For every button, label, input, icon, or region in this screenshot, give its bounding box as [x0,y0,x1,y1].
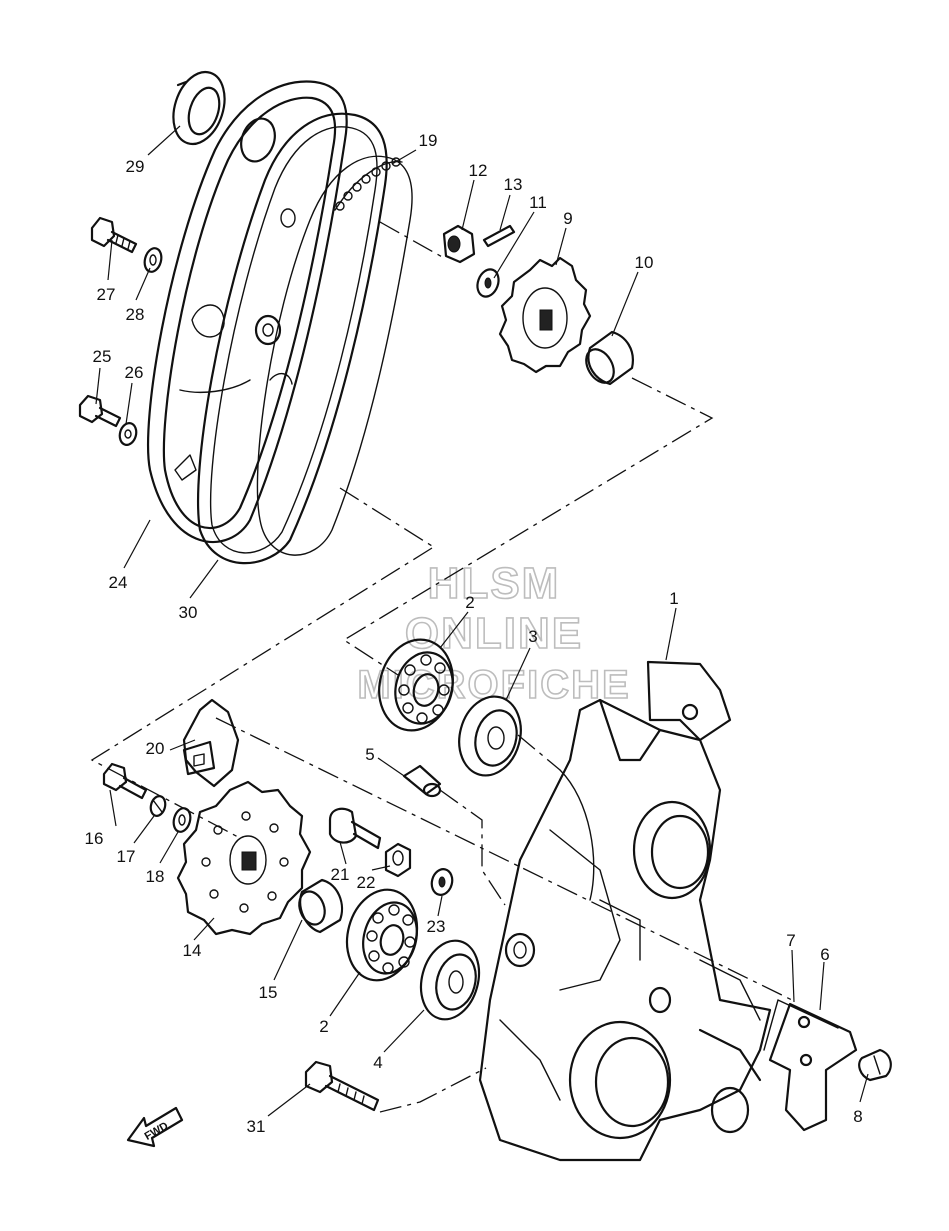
callout-16: 16 [85,829,104,848]
callout-26: 26 [125,363,144,382]
callout-7: 7 [786,931,795,950]
callout-18: 18 [146,867,165,886]
callout-15: 15 [259,983,278,1002]
fwd-label: FWD [143,1120,171,1143]
part-7-gasket [763,999,839,1051]
callout-12: 12 [469,161,488,180]
callout-leader-lines [95,125,869,1117]
callout-9: 9 [563,209,572,228]
part-17-lock-washer [149,795,167,817]
part-27-bolt [90,216,138,254]
part-8-screw [858,1048,892,1082]
part-31-bolt [304,1060,380,1112]
part-18-washer [172,807,192,833]
part-25-bolt [78,394,122,428]
part-24-chain-case-cover [147,80,348,543]
part-20-chain-tensioner [182,698,240,788]
part-15-collar [298,878,344,934]
callout-20: 20 [146,739,165,758]
part-26-washer [118,422,138,446]
part-19-drive-chain [334,157,403,211]
watermark: HLSM ONLINE MICROFICHE [357,558,630,708]
part-2-bearing-lower [345,888,419,982]
part-5-pin [402,764,442,798]
callout-14: 14 [183,941,202,960]
callout-21: 21 [331,865,350,884]
callout-27: 27 [97,285,116,304]
part-21-bolt [328,807,382,850]
part-10-collar [585,330,634,386]
callout-8: 8 [853,1107,862,1126]
callout-22: 22 [357,873,376,892]
watermark-line-1: HLSM [428,559,561,608]
part-14-sprocket [176,780,312,936]
callout-25: 25 [93,347,112,366]
part-12-nut [442,224,476,264]
callout-1: 1 [669,589,678,608]
callout-17: 17 [117,847,136,866]
callout-23: 23 [427,917,446,936]
chain-path-outline [256,155,413,556]
watermark-line-3: MICROFICHE [357,663,630,707]
callout-24: 24 [109,573,128,592]
watermark-line-2: ONLINE [405,609,583,658]
callout-3: 3 [528,627,537,646]
part-22-collar [384,842,412,878]
part-28-washer [143,247,163,273]
callout-31: 31 [247,1117,266,1136]
part-3-oil-seal [458,695,522,777]
callout-numbers: 1 2 2 3 4 5 6 7 8 9 10 11 12 13 14 15 16… [85,131,863,1136]
callout-6: 6 [820,945,829,964]
part-4-oil-seal [419,939,481,1021]
callout-13: 13 [504,175,523,194]
part-30-gasket [197,112,388,565]
callout-19: 19 [419,131,438,150]
callout-29: 29 [126,157,145,176]
callout-5: 5 [365,745,374,764]
forward-direction-arrow-icon: FWD [126,1106,184,1148]
part-9-sprocket [498,256,592,374]
callout-2-upper: 2 [465,593,474,612]
part-29-oil-seal [172,70,226,146]
callout-28: 28 [126,305,145,324]
part-23-washer [430,868,454,896]
callout-2-lower: 2 [319,1017,328,1036]
callout-10: 10 [635,253,654,272]
callout-4: 4 [373,1053,382,1072]
part-6-plate [768,1002,858,1132]
callout-11: 11 [529,193,547,212]
part-1-chain-case [478,660,772,1162]
assembly-guide-lines [90,221,793,1113]
part-11-washer [476,268,500,298]
callout-30: 30 [179,603,198,622]
part-16-bolt [102,762,148,800]
part-2-bearing-upper [378,638,454,732]
part-13-cotter-pin [482,224,516,248]
